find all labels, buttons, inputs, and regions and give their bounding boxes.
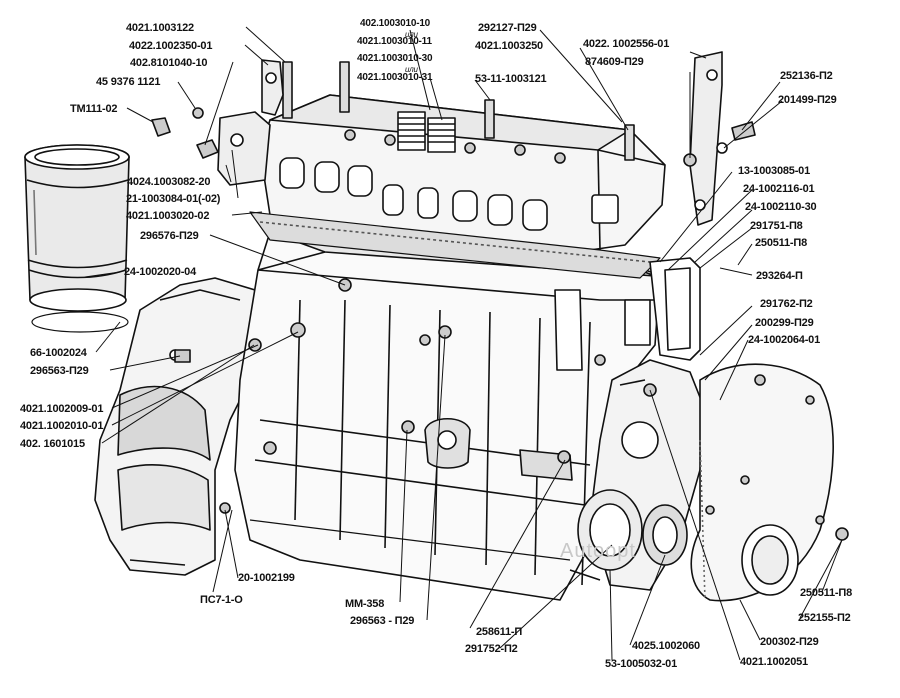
label-24-1002064-01: 24-1002064-01 (748, 334, 821, 346)
label-4021-1002010-01: 4021.1002010-01 (20, 420, 104, 432)
oil-seal (569, 489, 849, 581)
label-ps7-1-0: ПС7-1-О (200, 594, 243, 606)
label-296576-p29: 296576-П29 (140, 230, 199, 242)
label-402-8101040-10: 402.8101040-10 (130, 57, 208, 69)
label-4021-1003010-30: 4021.1003010-30 (357, 53, 433, 64)
label-200299-p29: 200299-П29 (755, 317, 814, 329)
label-4025-1002060: 4025.1002060 (632, 640, 700, 652)
label-293264-p: 293264-П (756, 270, 803, 282)
label-250511-p8-top: 250511-П8 (755, 237, 807, 249)
label-4022-1002556-01: 4022. 1002556-01 (583, 38, 670, 50)
cylinder-liner (24, 144, 130, 333)
label-402-1003010-10: 402.1003010-10 (360, 18, 431, 29)
label-291751-p8: 291751-П8 (750, 220, 803, 232)
label-252136-p2: 252136-П2 (780, 70, 833, 82)
label-20-1002199: 20-1002199 (238, 572, 295, 584)
label-or-1: или (405, 30, 418, 39)
label-200302-p29: 200302-П29 (760, 636, 819, 648)
label-53-1005032-01: 53-1005032-01 (605, 658, 678, 670)
label-13-1003085-01: 13-1003085-01 (738, 165, 811, 177)
label-291762-p2: 291762-П2 (760, 298, 813, 310)
leader-lines (84, 26, 843, 661)
lifting-bracket (683, 51, 756, 226)
label-4021-1003010-31: 4021.1003010-31 (357, 72, 433, 83)
bell-housing (94, 277, 261, 576)
label-21-1003084: 21-1003084-01(-02) (126, 193, 221, 205)
label-mm-358: ММ-358 (345, 598, 385, 610)
label-24-1002020-04: 24-1002020-04 (124, 266, 197, 278)
label-291752-p2: 291752-П2 (465, 643, 518, 655)
label-53-11-1003121: 53-11-1003121 (475, 73, 547, 85)
cylinder-head (151, 59, 666, 251)
label-4024-1003082-20: 4024.1003082-20 (127, 176, 211, 188)
front-gasket (649, 257, 701, 361)
label-296563-p29-bottom: 296563 - П29 (350, 615, 415, 627)
label-4021-1003250: 4021.1003250 (475, 40, 543, 52)
label-874609-p29: 874609-П29 (585, 56, 644, 68)
label-402-1601015: 402. 1601015 (20, 438, 85, 450)
label-45-9376-1121: 45 9376 1121 (96, 76, 161, 88)
label-24-1002116-01: 24-1002116-01 (743, 183, 815, 195)
label-66-1002024: 66-1002024 (30, 347, 87, 359)
label-24-1002110-30: 24-1002110-30 (745, 201, 817, 213)
watermark: Autoopt (560, 540, 636, 562)
label-258611-p: 258611-П (476, 626, 523, 638)
label-252155-p2: 252155-П2 (798, 612, 851, 624)
label-4021-1002051: 4021.1002051 (740, 656, 808, 668)
label-292127-p29: 292127-П29 (478, 22, 537, 34)
label-4021-1002009-01: 4021.1002009-01 (20, 403, 104, 415)
label-4021-1003122: 4021.1003122 (126, 22, 194, 34)
label-4021-1003010-11: 4021.1003010-11 (357, 36, 432, 47)
label-4022-1002350-01: 4022.1002350-01 (129, 40, 213, 52)
label-4021-1003020-02: 4021.1003020-02 (126, 210, 210, 222)
label-or-2: или (405, 65, 418, 74)
label-201499-p29: 201499-П29 (778, 94, 837, 106)
label-250511-p8-bottom: 250511-П8 (800, 587, 852, 599)
label-tm111-02: TM111-02 (70, 103, 118, 115)
label-296563-p29-left: 296563-П29 (30, 365, 89, 377)
